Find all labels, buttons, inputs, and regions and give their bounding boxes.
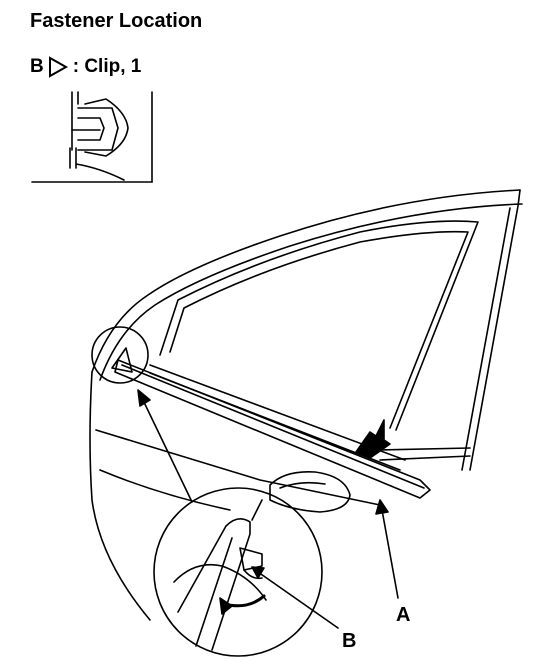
clip-detail-inset (31, 91, 153, 183)
legend-letter: B (30, 56, 44, 77)
fastener-legend: B : Clip, 1 (30, 56, 141, 78)
callout-b: B (342, 630, 357, 652)
callout-a: A (396, 604, 411, 626)
detail-callout-circle (91, 326, 149, 384)
legend-text: : Clip, 1 (72, 56, 142, 77)
zoomed-clip-detail (153, 487, 323, 657)
page-title: Fastener Location (30, 10, 203, 32)
clip-triangle-icon (48, 56, 68, 78)
